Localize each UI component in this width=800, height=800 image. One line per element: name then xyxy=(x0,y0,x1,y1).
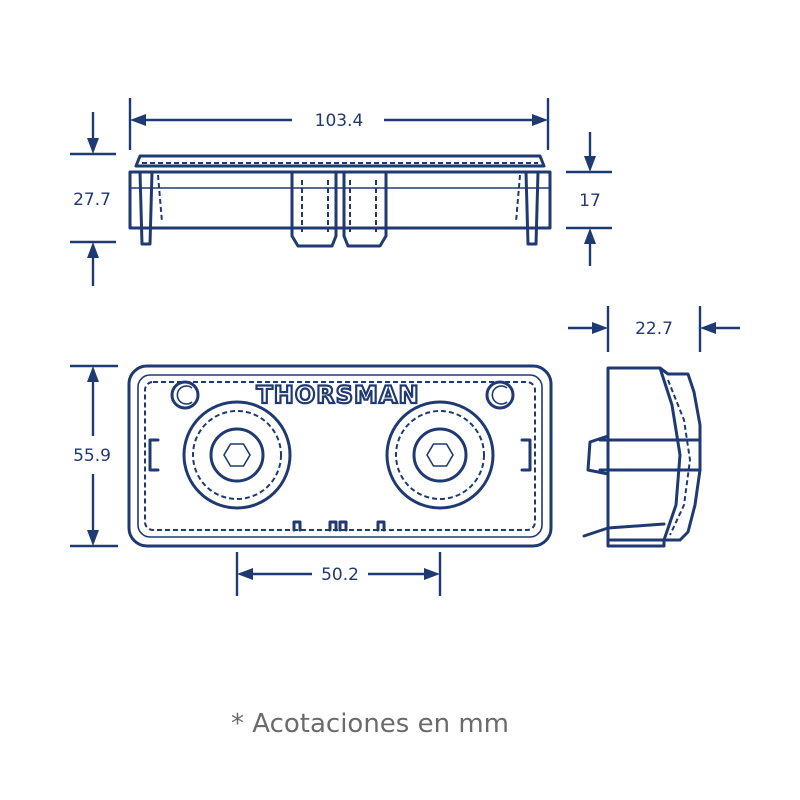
brand-logo: THORSMAN xyxy=(256,381,419,409)
left-screw-post xyxy=(170,380,200,410)
body-height-dimension: 17 xyxy=(566,132,612,266)
body-height-label: 17 xyxy=(579,191,601,211)
hole-spacing-dimension: 50.2 xyxy=(235,552,442,596)
width-dimension: 55.9 xyxy=(70,364,118,548)
overall-height-label: 27.7 xyxy=(73,190,111,210)
overall-length-label: 103.4 xyxy=(315,111,364,131)
depth-label: 22.7 xyxy=(635,319,673,339)
depth-dimension: 22.7 xyxy=(568,306,740,352)
bottom-clips xyxy=(292,520,386,532)
overall-length-dimension: 103.4 xyxy=(128,98,550,150)
plan-view: THORSMAN xyxy=(127,364,553,548)
units-footnote: * Acotaciones en mm xyxy=(231,709,509,739)
front-elevation-view xyxy=(128,154,552,248)
side-profile-view xyxy=(582,366,702,548)
width-label: 55.9 xyxy=(73,446,111,466)
right-knockout xyxy=(385,400,495,510)
left-knockout xyxy=(182,400,292,510)
right-screw-post xyxy=(485,380,515,410)
overall-height-dimension: 27.7 xyxy=(70,112,116,286)
hole-spacing-label: 50.2 xyxy=(321,565,359,585)
